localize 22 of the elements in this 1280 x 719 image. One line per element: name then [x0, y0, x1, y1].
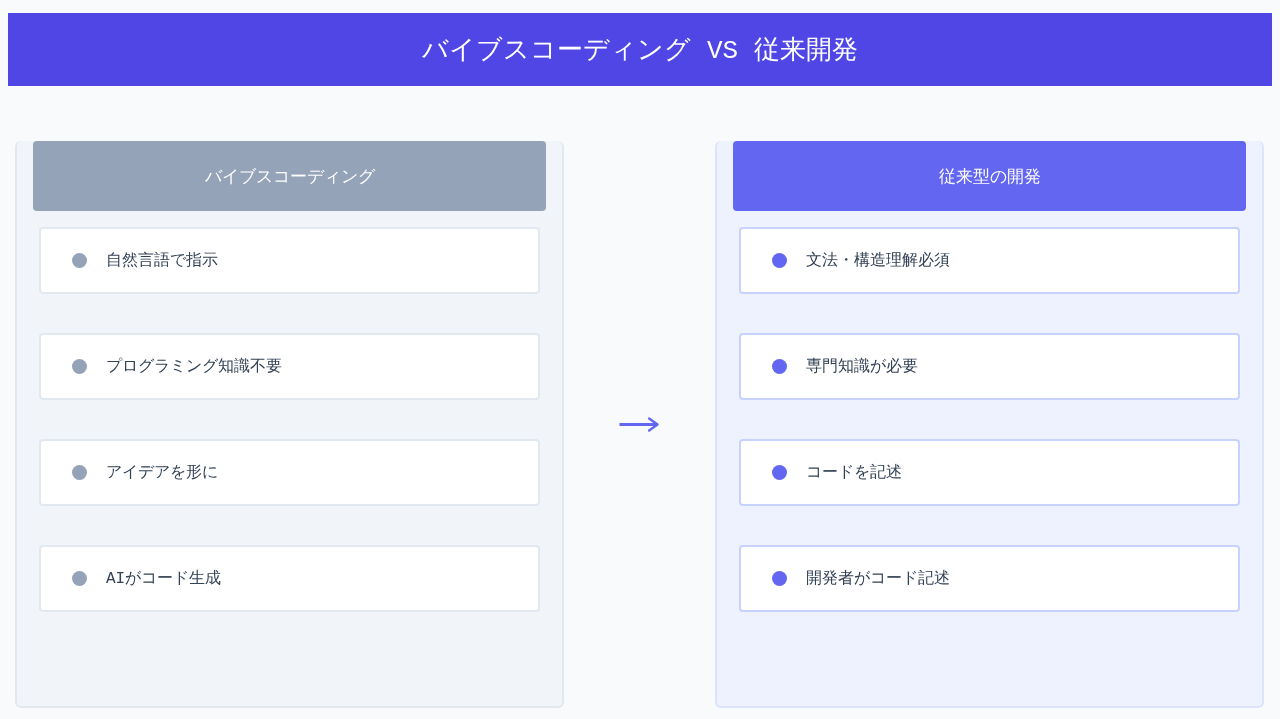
item-text: 自然言語で指示 [106, 250, 218, 271]
item-card [39, 227, 540, 294]
title-banner: バイブスコーディング VS 従来開発 [8, 13, 1272, 86]
item-text: プログラミング知識不要 [106, 356, 282, 377]
item-card [39, 439, 540, 506]
item-text: 開発者がコード記述 [806, 569, 950, 589]
item-card [739, 545, 1240, 612]
item-text: コードを記述 [806, 463, 902, 483]
arrow [619, 417, 659, 432]
column-header: 従来型の開発 [733, 141, 1246, 211]
item-card [39, 333, 540, 400]
column-header: バイブスコーディング [33, 141, 546, 211]
item-card [739, 439, 1240, 506]
item-card [739, 333, 1240, 400]
item-card [39, 545, 540, 612]
item-card [739, 227, 1240, 294]
item-text: AIがコード生成 [106, 568, 222, 589]
item-text: アイデアを形に [106, 463, 218, 483]
column-panel [715, 141, 1264, 708]
item-text: 専門知識が必要 [806, 356, 918, 377]
item-text: 文法・構造理解必須 [806, 250, 950, 271]
column-panel [15, 141, 564, 708]
